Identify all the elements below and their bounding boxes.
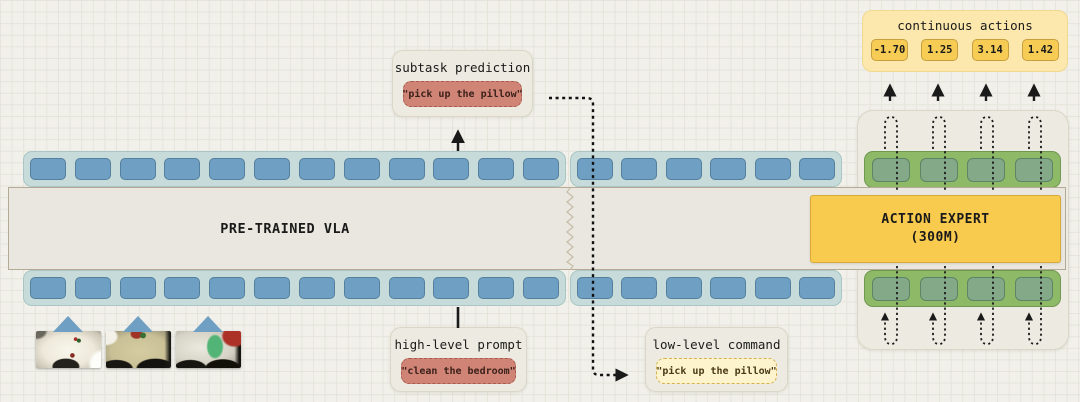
- token: [119, 158, 156, 180]
- action-expert-label: ACTION EXPERT: [881, 211, 990, 227]
- token: [967, 157, 1006, 182]
- token: [30, 158, 66, 180]
- action-value-chip: 1.25: [921, 39, 959, 61]
- token: [577, 277, 613, 299]
- action-expert-sublabel: (300M): [910, 230, 961, 245]
- token: [798, 277, 835, 299]
- token: [665, 277, 702, 299]
- vla-tokens-bottom-left: [23, 270, 566, 306]
- token: [577, 158, 613, 180]
- action-expert-box: ACTION EXPERT (300M): [810, 195, 1061, 263]
- token: [1014, 157, 1053, 182]
- token: [119, 277, 156, 299]
- high-level-prompt-title: high-level prompt: [394, 337, 523, 352]
- token: [522, 158, 559, 180]
- token: [164, 277, 201, 299]
- high-level-prompt-value: "clean the bedroom": [401, 358, 516, 384]
- continuous-actions-box: continuous actions -1.70 1.25 3.14 1.42: [862, 10, 1068, 72]
- token: [164, 158, 201, 180]
- token: [478, 158, 515, 180]
- subtask-prediction-box: subtask prediction "pick up the pillow": [392, 50, 533, 117]
- token: [343, 277, 380, 299]
- token: [478, 277, 515, 299]
- token: [388, 158, 425, 180]
- token: [254, 158, 291, 180]
- camera-view-1: [36, 331, 101, 368]
- token: [388, 277, 425, 299]
- token: [919, 276, 958, 301]
- token: [433, 277, 470, 299]
- vla-tokens-bottom-right: [570, 270, 842, 306]
- token: [872, 157, 910, 182]
- subtask-prediction-title: subtask prediction: [394, 60, 531, 75]
- token: [798, 158, 835, 180]
- token: [298, 158, 335, 180]
- low-level-command-box: low-level command "pick up the pillow": [645, 327, 788, 392]
- vla-label: PRE-TRAINED VLA: [220, 220, 350, 237]
- expert-tokens-top: [864, 151, 1061, 188]
- token: [919, 157, 958, 182]
- expert-tokens-bottom: [864, 270, 1061, 307]
- low-level-command-title: low-level command: [652, 337, 781, 352]
- token: [30, 277, 66, 299]
- token: [621, 158, 658, 180]
- token: [209, 158, 246, 180]
- arrows-continuous-actions: [883, 83, 1041, 101]
- action-value-chip: 3.14: [971, 39, 1009, 61]
- token: [433, 158, 470, 180]
- camera-view-2: [106, 331, 171, 368]
- continuous-actions-title: continuous actions: [897, 18, 1033, 33]
- continuous-actions-values: -1.70 1.25 3.14 1.42: [863, 39, 1067, 61]
- vla-tokens-top-left: [23, 151, 566, 187]
- token: [710, 277, 747, 299]
- token: [967, 276, 1006, 301]
- token: [522, 277, 559, 299]
- high-level-prompt-box: high-level prompt "clean the bedroom": [390, 327, 527, 392]
- token: [343, 158, 380, 180]
- token: [665, 158, 702, 180]
- action-value-chip: 1.42: [1021, 39, 1059, 61]
- token: [710, 158, 747, 180]
- token: [254, 277, 291, 299]
- vla-tokens-top-right: [570, 151, 842, 187]
- subtask-prediction-value: "pick up the pillow": [402, 81, 523, 107]
- token: [754, 277, 791, 299]
- token: [209, 277, 246, 299]
- token: [1014, 276, 1053, 301]
- token: [298, 277, 335, 299]
- camera-input-triangles: [53, 316, 223, 332]
- token: [74, 277, 111, 299]
- camera-view-3: [176, 331, 241, 368]
- token: [872, 276, 910, 301]
- action-value-chip: -1.70: [871, 39, 908, 61]
- token: [621, 277, 658, 299]
- low-level-command-value: "pick up the pillow": [656, 358, 777, 384]
- token: [754, 158, 791, 180]
- token: [74, 158, 111, 180]
